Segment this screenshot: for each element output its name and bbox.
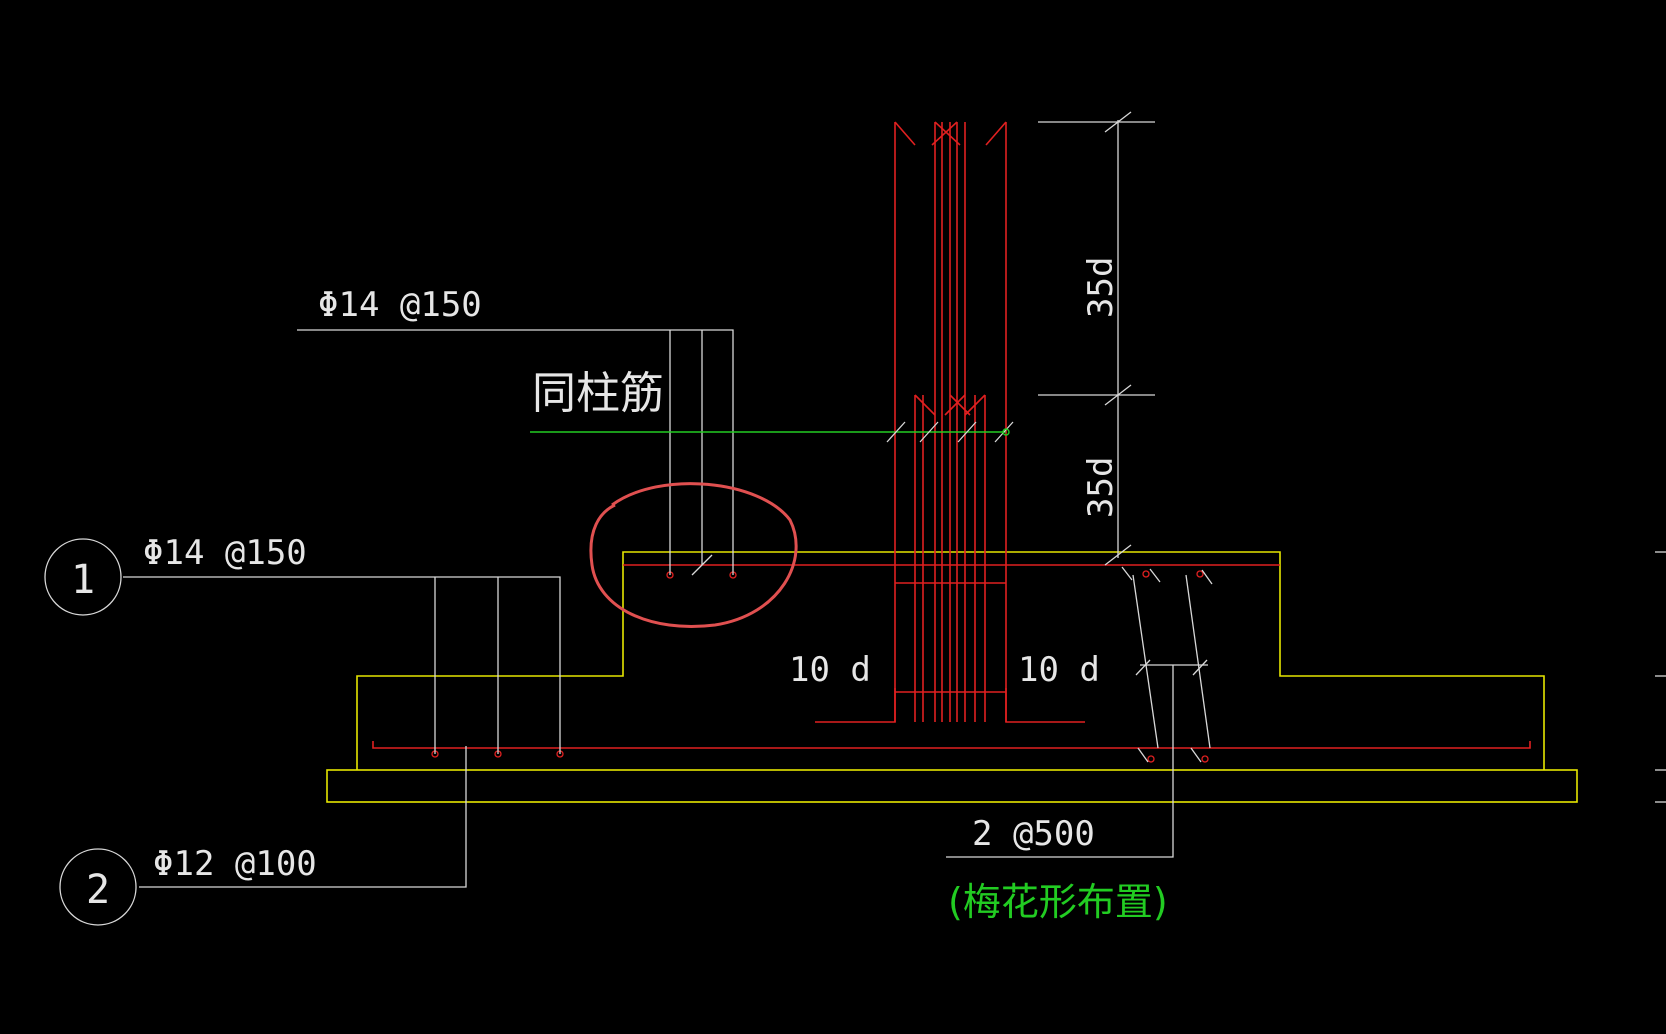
markup-circle: [589, 482, 798, 628]
hook-left-label: 10 d: [789, 650, 871, 690]
callout-1-number: 1: [71, 557, 95, 603]
callout-2-number: 2: [86, 867, 110, 913]
footing-profile: [356, 551, 1545, 770]
same-as-column-label: 同柱筋: [532, 368, 664, 419]
column-rebar: [815, 121, 1085, 723]
column-bar-leader: [530, 421, 1014, 443]
hook-right: [1005, 688, 1085, 723]
tie-spacing-label: 2 @500: [972, 814, 1095, 854]
foundation-outline: [326, 551, 1578, 803]
bottom-rebar-2-label: Φ12 @100: [153, 844, 317, 884]
hook-left: [815, 688, 896, 723]
bottom-mesh-bar: [372, 741, 1531, 749]
callout-1: 1: [44, 538, 122, 616]
anchor-upper-label: 35d: [1081, 257, 1121, 318]
bottom-rebar-1-label: Φ14 @150: [143, 533, 307, 573]
tie-note-label: (梅花形布置): [948, 880, 1168, 924]
anchor-lower-label: 35d: [1081, 457, 1121, 518]
footing-rebar: [372, 564, 1531, 763]
hook-right-label: 10 d: [1018, 650, 1100, 690]
callout-2: 2: [59, 848, 137, 926]
top-rebar-label: Φ14 @150: [318, 285, 482, 325]
leader-lines: [123, 111, 1666, 888]
cushion-layer: [326, 769, 1578, 803]
tie-bars: [946, 566, 1213, 858]
